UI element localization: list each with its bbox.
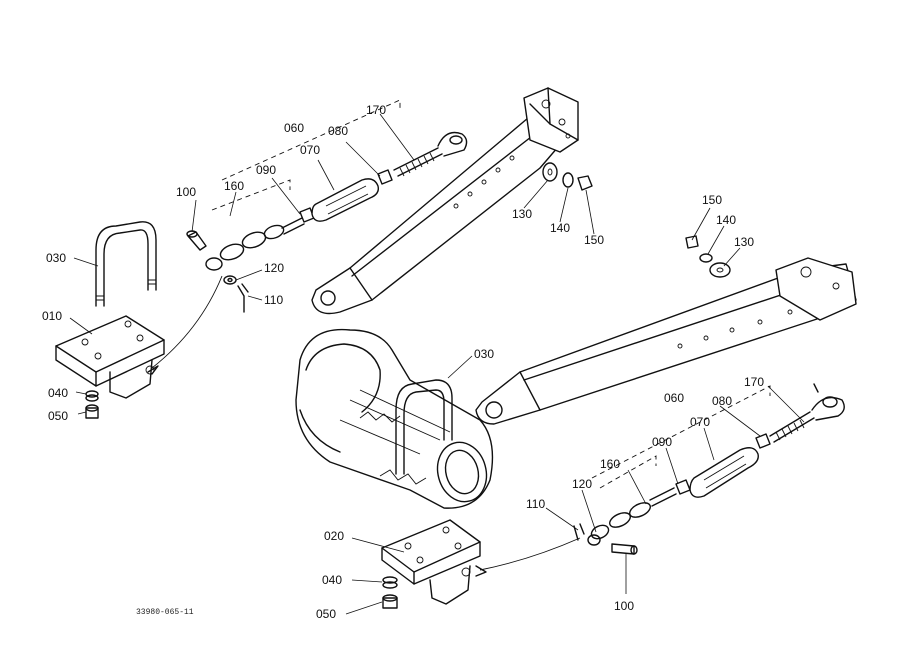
turnbuckle-070-upper-left	[311, 178, 380, 222]
callout-tl-050: 050	[48, 409, 68, 423]
callout-tl-130: 130	[512, 207, 532, 221]
callout-tl-040: 040	[48, 386, 68, 400]
callout-tl-080: 080	[328, 124, 348, 138]
callout-b-170: 170	[744, 375, 764, 389]
washer-140-right	[699, 253, 713, 263]
callout-tl-150: 150	[584, 233, 604, 247]
callout-tl-070: 070	[300, 143, 320, 157]
callout-b-080: 080	[712, 394, 732, 408]
callout-labels: 030 010 040 050 100 160 090 070 060 080 …	[42, 103, 764, 621]
nut-080-upper-left	[377, 169, 393, 185]
callout-tl-060: 060	[284, 121, 304, 135]
callout-tl-170: 170	[366, 103, 386, 117]
washer-130-right	[709, 262, 731, 278]
callout-b-040: 040	[322, 573, 342, 587]
callout-tl-030: 030	[46, 251, 66, 265]
callout-b-070: 070	[690, 415, 710, 429]
callout-r-150: 150	[702, 193, 722, 207]
leader-lines	[69, 113, 805, 615]
nut-050-lower	[382, 594, 398, 609]
washer-040-lower	[382, 576, 398, 589]
lift-arm-upper	[311, 87, 579, 315]
dashed-group-lower-a	[591, 385, 771, 479]
chain-links-upper-left	[205, 217, 305, 271]
callout-b-060: 060	[664, 391, 684, 405]
bracket-plate-upper-left	[55, 315, 165, 399]
pin-110-right	[573, 523, 585, 541]
callout-tl-120: 120	[264, 261, 284, 275]
callout-tl-140: 140	[550, 221, 570, 235]
arrow-head-lower	[475, 565, 487, 577]
dashed-group-upper-b	[211, 179, 291, 211]
axle-housing	[295, 328, 494, 509]
lift-arm-right	[475, 257, 857, 425]
callout-b-120: 120	[572, 477, 592, 491]
nut-090-right	[675, 479, 691, 495]
nut-150-upper	[577, 175, 593, 191]
washer-140-upper	[562, 172, 574, 188]
dashed-group-lower-b	[599, 455, 657, 489]
pin-110-upper-left	[237, 283, 249, 313]
callout-b-160: 160	[600, 457, 620, 471]
callout-b-090: 090	[652, 435, 672, 449]
u-bolt-upper-left	[95, 221, 157, 307]
callout-b-050: 050	[316, 607, 336, 621]
callout-tl-160: 160	[224, 179, 244, 193]
u-bolt-lower	[395, 379, 453, 475]
callout-b-110: 110	[526, 497, 545, 511]
threaded-rod-170-right	[769, 383, 845, 443]
callout-b-020: 020	[324, 529, 344, 543]
callout-tl-010: 010	[42, 309, 62, 323]
callout-r-140: 140	[716, 213, 736, 227]
arrow-head-upper-left	[147, 365, 159, 375]
nut-080-right	[755, 433, 771, 449]
callout-tl-100: 100	[176, 185, 196, 199]
threaded-rod-170-upper-left	[393, 131, 468, 177]
washer-120-right	[587, 534, 601, 546]
assembly-arc-lower	[479, 537, 581, 571]
bolt-100-right	[611, 543, 638, 555]
washer-040-upper-left	[85, 390, 99, 402]
drawing-code: 33980-065-11	[136, 608, 194, 617]
callout-tl-090: 090	[256, 163, 276, 177]
dashed-group-upper-a	[221, 99, 401, 181]
turnbuckle-070-right	[689, 447, 759, 498]
callout-b-030: 030	[474, 347, 494, 361]
callout-tl-110: 110	[264, 293, 283, 307]
washer-150-right	[685, 235, 699, 249]
callout-r-130: 130	[734, 235, 754, 249]
chain-links-right	[590, 487, 677, 540]
washer-130-upper	[542, 162, 558, 182]
callout-b-100: 100	[614, 599, 634, 613]
bolt-100-upper-left	[186, 230, 207, 251]
assembly-arc-upper-left	[151, 275, 223, 369]
bracket-plate-lower	[381, 519, 481, 605]
nut-050-upper-left	[85, 404, 99, 419]
washer-120-upper-left	[223, 275, 237, 285]
